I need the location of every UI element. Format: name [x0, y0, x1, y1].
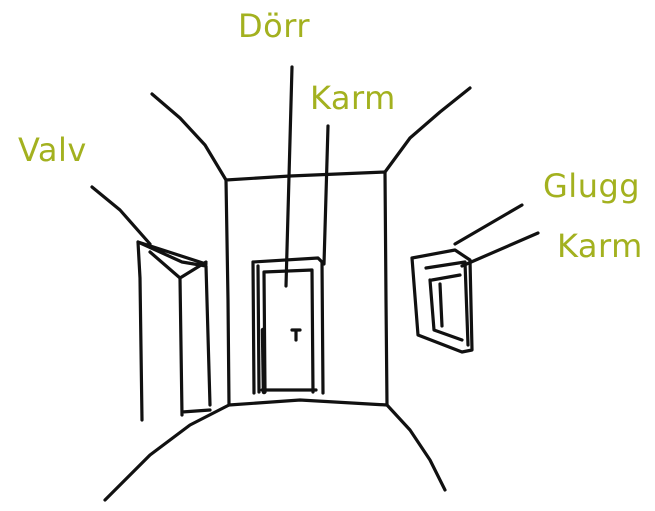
door-frame-shadow	[263, 330, 264, 392]
door-handle	[292, 330, 300, 340]
door	[262, 270, 316, 392]
leader-karm-right	[462, 233, 538, 266]
label-karm-right: Karm	[557, 230, 643, 262]
floor-left	[105, 405, 229, 500]
back-wall	[226, 172, 387, 405]
vault-opening	[92, 187, 210, 420]
window-inner	[426, 262, 468, 345]
leader-glugg	[455, 205, 522, 244]
ceiling-left	[152, 94, 226, 180]
floor-right	[387, 405, 445, 490]
label-karm-top: Karm	[310, 82, 396, 114]
label-glugg: Glugg	[543, 170, 640, 202]
leader-karm-top	[324, 126, 328, 264]
label-valv: Valv	[18, 134, 87, 166]
corridor-lines	[92, 67, 538, 500]
ceiling-right	[385, 88, 470, 172]
label-dorr: Dörr	[238, 10, 310, 42]
